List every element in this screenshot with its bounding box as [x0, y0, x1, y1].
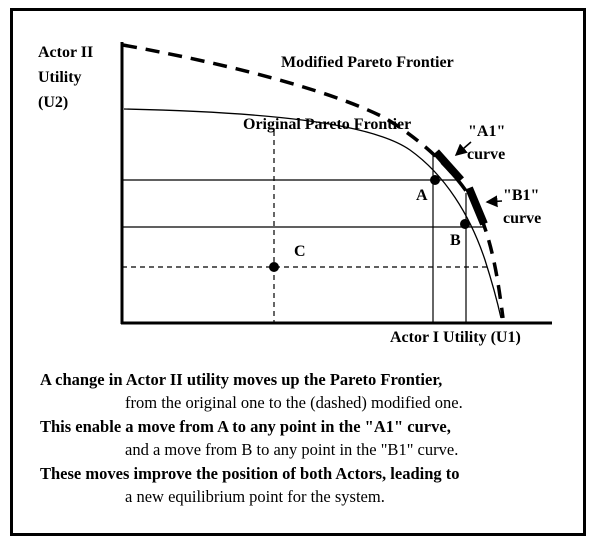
a1-arrow-icon	[454, 141, 472, 156]
caption-line-3: This enable a move from A to any point i…	[40, 417, 451, 436]
modified-pareto-frontier	[122, 43, 505, 319]
a1-sub-label: curve	[467, 146, 505, 163]
b1-curve-segment	[465, 186, 488, 226]
modified-frontier-label: Modified Pareto Frontier	[281, 54, 454, 71]
b1-arrow-icon	[485, 195, 503, 208]
caption-line-4: and a move from B to any point in the "B…	[125, 440, 459, 459]
b1-label: "B1"	[503, 187, 539, 204]
a1-curve-segment	[433, 149, 464, 183]
caption-line-2: from the original one to the (dashed) mo…	[125, 393, 463, 412]
a1-label: "A1"	[468, 123, 505, 140]
x-axis-label: Actor I Utility (U1)	[390, 329, 521, 346]
point-b-label: B	[450, 232, 461, 249]
caption-line-5: These moves improve the position of both…	[40, 464, 460, 483]
point-a-dot	[430, 175, 440, 185]
caption-line-1: A change in Actor II utility moves up th…	[40, 370, 443, 389]
point-b-dot	[460, 219, 470, 229]
y-axis-label-line2: Utility	[38, 69, 82, 86]
caption-line-6: a new equilibrium point for the system.	[125, 487, 385, 506]
point-c-label: C	[294, 243, 306, 260]
original-frontier-label: Original Pareto Frontier	[243, 116, 411, 133]
b1-sub-label: curve	[503, 210, 541, 227]
original-pareto-frontier	[123, 108, 502, 319]
point-c-dot	[269, 262, 279, 272]
y-axis-label-line1: Actor II	[38, 44, 93, 61]
point-a-label: A	[416, 187, 428, 204]
diagram-frame	[10, 8, 586, 536]
y-axis-label-line3: (U2)	[38, 94, 68, 111]
